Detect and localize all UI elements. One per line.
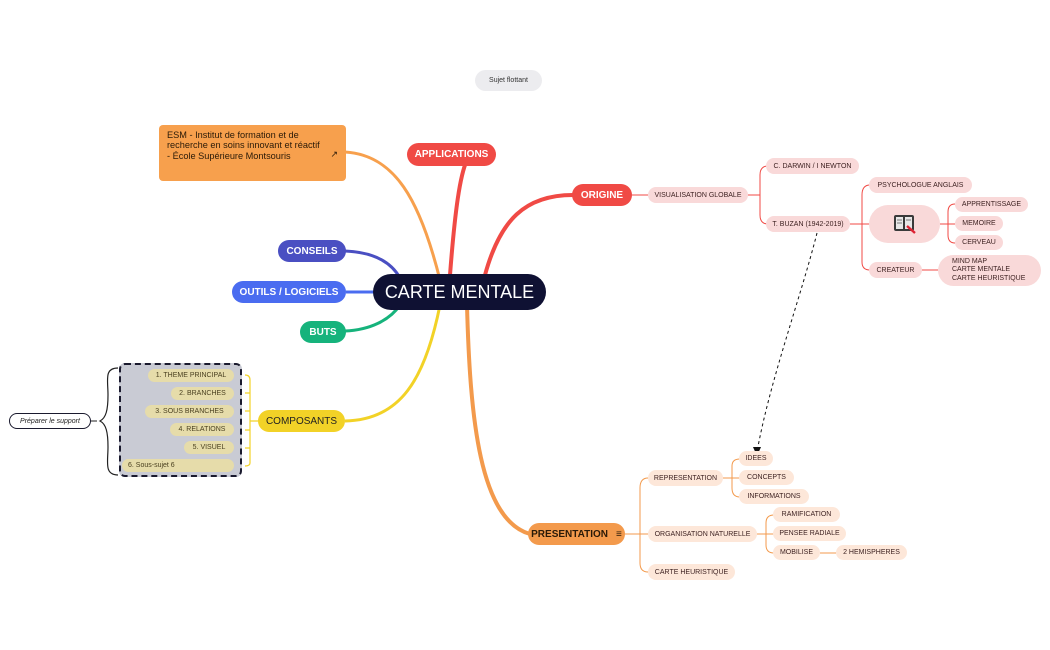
- image-topic-book[interactable]: [869, 205, 940, 243]
- floating-topic[interactable]: Sujet flottant: [475, 70, 542, 91]
- node-darwin-newton[interactable]: C. DARWIN / I NEWTON: [766, 158, 859, 174]
- branch-presentation[interactable]: PRESENTATION ≡: [528, 523, 625, 545]
- central-topic[interactable]: CARTE MENTALE: [373, 274, 546, 310]
- link-composants: [344, 304, 442, 423]
- branch-origine[interactable]: ORIGINE: [572, 184, 632, 206]
- branch-outils[interactable]: OUTILS / LOGICIELS: [232, 281, 346, 303]
- branch-conseils[interactable]: CONSEILS: [278, 240, 346, 262]
- mindmap-line-2: CARTE MENTALE: [952, 266, 1011, 274]
- node-apprentissage[interactable]: APPRENTISSAGE: [955, 197, 1028, 212]
- composant-item-1[interactable]: 1. THEME PRINCIPAL: [148, 369, 234, 382]
- node-createur[interactable]: CREATEUR: [869, 262, 922, 278]
- link-presentation: [465, 304, 531, 536]
- branch-applications[interactable]: APPLICATIONS: [407, 143, 496, 166]
- node-idees[interactable]: IDEES: [739, 451, 773, 466]
- node-informations[interactable]: INFORMATIONS: [739, 489, 809, 504]
- node-mind-map[interactable]: MIND MAP CARTE MENTALE CARTE HEURISTIQUE: [938, 255, 1041, 286]
- link-origine: [483, 193, 574, 276]
- composant-item-3[interactable]: 3. SOUS BRANCHES: [145, 405, 234, 418]
- composant-item-6[interactable]: 6. Sous-sujet 6: [122, 459, 234, 472]
- branch-buts[interactable]: BUTS: [300, 321, 346, 343]
- summary-brace: [98, 367, 119, 476]
- node-buzan[interactable]: T. BUZAN (1942-2019): [766, 216, 850, 232]
- node-mobilise[interactable]: MOBILISE: [773, 545, 820, 560]
- mindmap-line-3: CARTE HEURISTIQUE: [952, 274, 1026, 282]
- composant-item-5[interactable]: 5. VISUEL: [184, 441, 234, 454]
- node-psychologue[interactable]: PSYCHOLOGUE ANGLAIS: [869, 177, 972, 193]
- link-conseils: [344, 249, 402, 279]
- node-visualisation-globale[interactable]: VISUALISATION GLOBALE: [648, 187, 748, 203]
- node-pensee-radiale[interactable]: PENSEE RADIALE: [773, 526, 846, 541]
- node-2-hemispheres[interactable]: 2 HEMISPHERES: [836, 545, 907, 560]
- external-link-icon[interactable]: ↗: [330, 149, 338, 159]
- link-esm: [344, 150, 442, 281]
- callout-preparer[interactable]: Préparer le support: [9, 413, 91, 429]
- book-icon: [893, 215, 916, 234]
- boundary-box: [119, 363, 242, 477]
- relation-dashed: [756, 232, 818, 453]
- link-applications: [448, 159, 469, 276]
- branch-composants[interactable]: COMPOSANTS: [258, 410, 345, 432]
- node-ramification[interactable]: RAMIFICATION: [773, 507, 840, 522]
- mindmap-line-1: MIND MAP: [952, 257, 987, 265]
- presentation-label: PRESENTATION: [531, 528, 608, 540]
- composant-item-4[interactable]: 4. RELATIONS: [170, 423, 234, 436]
- node-cerveau[interactable]: CERVEAU: [955, 235, 1003, 250]
- esm-link-topic[interactable]: ESM - Institut de formation et de recher…: [159, 125, 346, 181]
- composant-item-2[interactable]: 2. BRANCHES: [171, 387, 234, 400]
- node-concepts[interactable]: CONCEPTS: [739, 470, 794, 485]
- node-representation[interactable]: REPRESENTATION: [648, 470, 723, 486]
- node-carte-heuristique[interactable]: CARTE HEURISTIQUE: [648, 564, 735, 580]
- esm-link-text: ESM - Institut de formation et de recher…: [167, 130, 320, 161]
- notes-icon[interactable]: ≡: [616, 528, 622, 540]
- node-organisation[interactable]: ORGANISATION NATURELLE: [648, 526, 757, 542]
- node-memoire[interactable]: MEMOIRE: [955, 216, 1003, 231]
